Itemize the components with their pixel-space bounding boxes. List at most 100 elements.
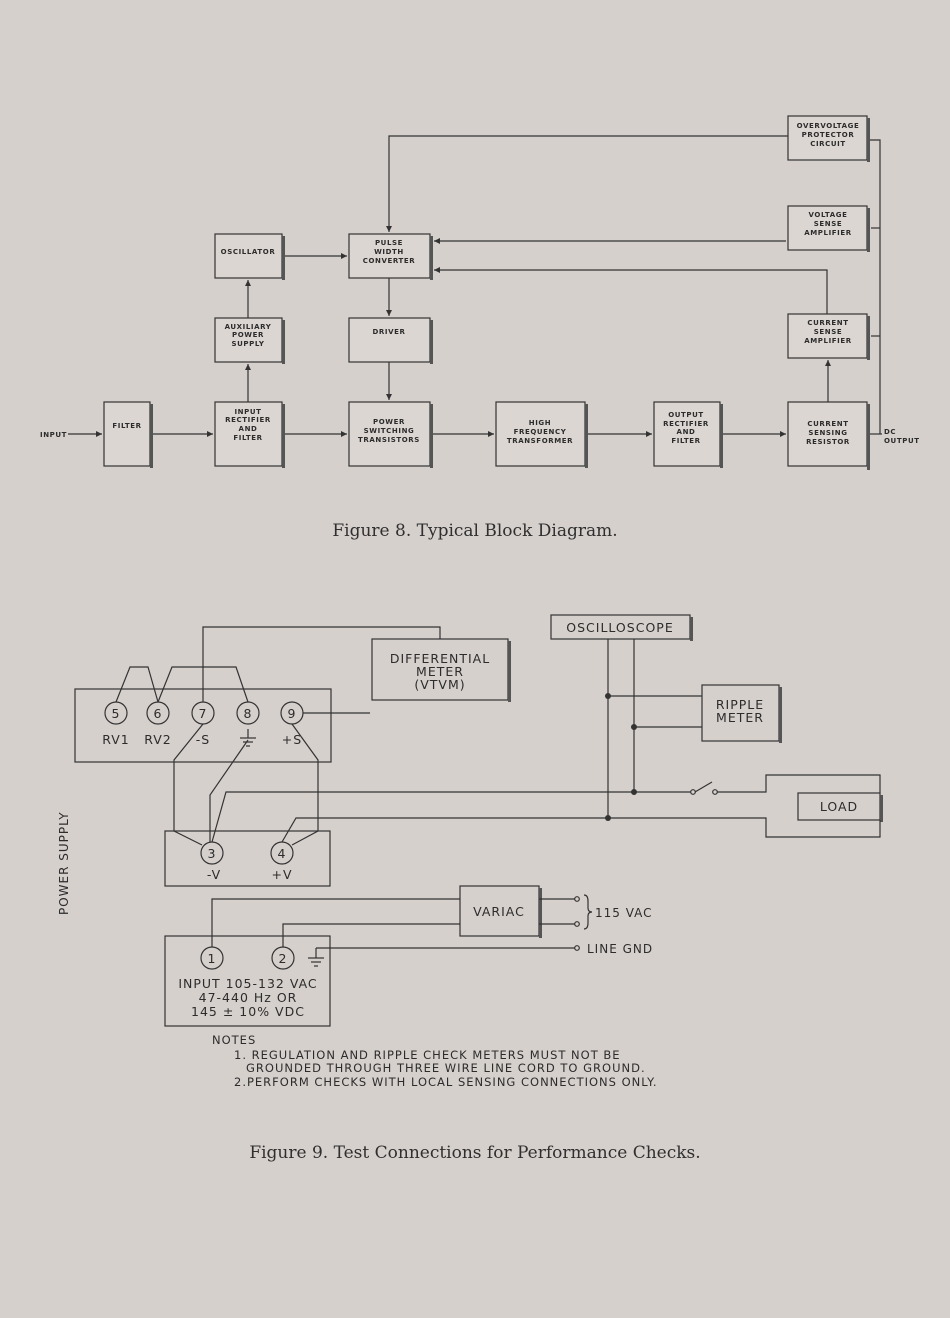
label-input-rectifier-2: RECTIFIER bbox=[225, 416, 271, 424]
wire-minus-v-load bbox=[211, 791, 693, 843]
jumper-6-8 bbox=[157, 666, 249, 703]
block-input-rectifier bbox=[214, 401, 285, 468]
output-label-1: DC bbox=[884, 428, 896, 436]
label-csa-1: CURRENT bbox=[807, 319, 848, 327]
wire-switch bbox=[694, 781, 713, 793]
terminal-6-label: RV2 bbox=[144, 732, 172, 747]
terminal-9-label: +S bbox=[282, 732, 302, 747]
switch-contact bbox=[712, 789, 718, 795]
figure8-block-diagram: INPUT DC OUTPUT FILTER INPUT RECTIFIER A… bbox=[40, 115, 920, 470]
input-label: INPUT bbox=[40, 431, 67, 439]
output-label-2: OUTPUT bbox=[884, 437, 920, 445]
terminal-7-number: 7 bbox=[199, 706, 208, 721]
terminal-4-number: 4 bbox=[278, 846, 287, 861]
oscilloscope-label: OSCILLOSCOPE bbox=[566, 620, 673, 635]
label-csr-3: RESISTOR bbox=[806, 438, 850, 446]
label-vsa-3: AMPLIFIER bbox=[804, 229, 852, 237]
figure8-caption: Figure 8. Typical Block Diagram. bbox=[332, 521, 618, 541]
label-oscillator: OSCILLATOR bbox=[221, 248, 276, 256]
junction-dot bbox=[605, 815, 611, 821]
brace-icon bbox=[583, 894, 593, 930]
label-pst-3: TRANSISTORS bbox=[358, 436, 420, 444]
block-oscillator bbox=[214, 233, 285, 280]
terminal-2 bbox=[271, 946, 295, 970]
wire-input-2-variac bbox=[282, 923, 460, 947]
label-hft-2: FREQUENCY bbox=[514, 428, 567, 436]
note-1-cont: GROUNDED THROUGH THREE WIRE LINE CORD TO… bbox=[246, 1061, 646, 1075]
differential-meter-box bbox=[371, 638, 511, 702]
label-aux-3: SUPPLY bbox=[231, 340, 264, 348]
terminal-3 bbox=[200, 841, 224, 865]
label-filter: FILTER bbox=[112, 422, 141, 430]
ground-icon bbox=[308, 948, 324, 967]
label-csa-2: SENSE bbox=[814, 328, 843, 336]
terminal-4 bbox=[270, 841, 294, 865]
label-driver: DRIVER bbox=[373, 328, 406, 336]
ripple-meter-label-2: METER bbox=[716, 710, 764, 725]
terminal-5 bbox=[104, 701, 128, 725]
block-filter bbox=[103, 401, 153, 468]
wire-minus-s-minus-v bbox=[173, 723, 204, 846]
label-vsa-1: VOLTAGE bbox=[809, 211, 848, 219]
wire-plus-s-plus-v bbox=[291, 723, 319, 846]
terminal-8 bbox=[236, 701, 260, 725]
ac-terminal bbox=[574, 921, 580, 927]
junction-dot bbox=[631, 724, 637, 730]
terminal-8-number: 8 bbox=[244, 706, 253, 721]
label-csr-1: CURRENT bbox=[807, 420, 848, 428]
ripple-meter-label-1: RIPPLE bbox=[716, 697, 764, 712]
gnd-terminal bbox=[574, 945, 580, 951]
terminal-block-sense bbox=[74, 688, 332, 763]
label-outrect-1: OUTPUT bbox=[668, 411, 704, 419]
differential-meter-label-2: METER bbox=[416, 664, 464, 679]
note-1: 1. REGULATION AND RIPPLE CHECK METERS MU… bbox=[234, 1048, 621, 1062]
label-pwc-1: PULSE bbox=[375, 239, 403, 247]
terminal-4-label: +V bbox=[271, 867, 292, 882]
terminal-6 bbox=[146, 701, 170, 725]
wire-output-bus bbox=[870, 139, 881, 434]
load-box bbox=[797, 792, 883, 822]
label-pst-2: SWITCHING bbox=[364, 427, 415, 435]
label-input-rectifier-3: AND bbox=[239, 425, 258, 433]
note-2: 2.PERFORM CHECKS WITH LOCAL SENSING CONN… bbox=[234, 1075, 658, 1089]
label-outrect-4: FILTER bbox=[671, 437, 700, 445]
label-vsa-2: SENSE bbox=[814, 220, 843, 228]
oscilloscope-box bbox=[550, 614, 693, 641]
label-pwc-3: CONVERTER bbox=[363, 257, 416, 265]
terminal-3-number: 3 bbox=[208, 846, 217, 861]
figure9-caption: Figure 9. Test Connections for Performan… bbox=[249, 1143, 701, 1163]
terminal-block-input bbox=[164, 935, 331, 1027]
jumper-5-6 bbox=[115, 666, 159, 703]
terminal-2-number: 2 bbox=[279, 951, 288, 966]
label-aux-2: POWER bbox=[232, 331, 264, 339]
label-ovp-2: PROTECTOR bbox=[802, 131, 855, 139]
terminal-5-number: 5 bbox=[112, 706, 121, 721]
terminal-9 bbox=[280, 701, 304, 725]
terminal-1-number: 1 bbox=[208, 951, 217, 966]
variac-label: VARIAC bbox=[473, 904, 525, 919]
power-supply-side-label: POWER SUPPLY bbox=[57, 811, 71, 915]
label-csr-2: SENSING bbox=[808, 429, 847, 437]
block-output-rectifier bbox=[653, 401, 723, 468]
terminal-block-output bbox=[164, 830, 331, 887]
ac-terminal bbox=[574, 896, 580, 902]
input-spec-1: INPUT 105-132 VAC bbox=[178, 976, 317, 991]
block-voltage-sense-amplifier bbox=[787, 205, 870, 252]
notes-title: NOTES bbox=[212, 1033, 256, 1047]
label-hft-3: TRANSFORMER bbox=[507, 437, 573, 445]
variac-box bbox=[459, 885, 542, 938]
block-power-switching-transistors bbox=[348, 401, 433, 468]
terminal-7-label: -S bbox=[196, 732, 210, 747]
terminal-7 bbox=[191, 701, 215, 725]
wire-input-1-variac bbox=[211, 898, 460, 947]
vac-label: 115 VAC bbox=[595, 906, 653, 920]
label-input-rectifier-4: FILTER bbox=[233, 434, 262, 442]
wire-csa-pwc bbox=[434, 267, 828, 314]
terminal-5-label: RV1 bbox=[102, 732, 130, 747]
input-spec-2: 47-440 Hz OR bbox=[199, 990, 298, 1005]
block-overvoltage-protector bbox=[787, 115, 870, 162]
terminal-6-number: 6 bbox=[154, 706, 163, 721]
wire-plus-v-load bbox=[281, 817, 881, 843]
junction-dot bbox=[605, 693, 611, 699]
